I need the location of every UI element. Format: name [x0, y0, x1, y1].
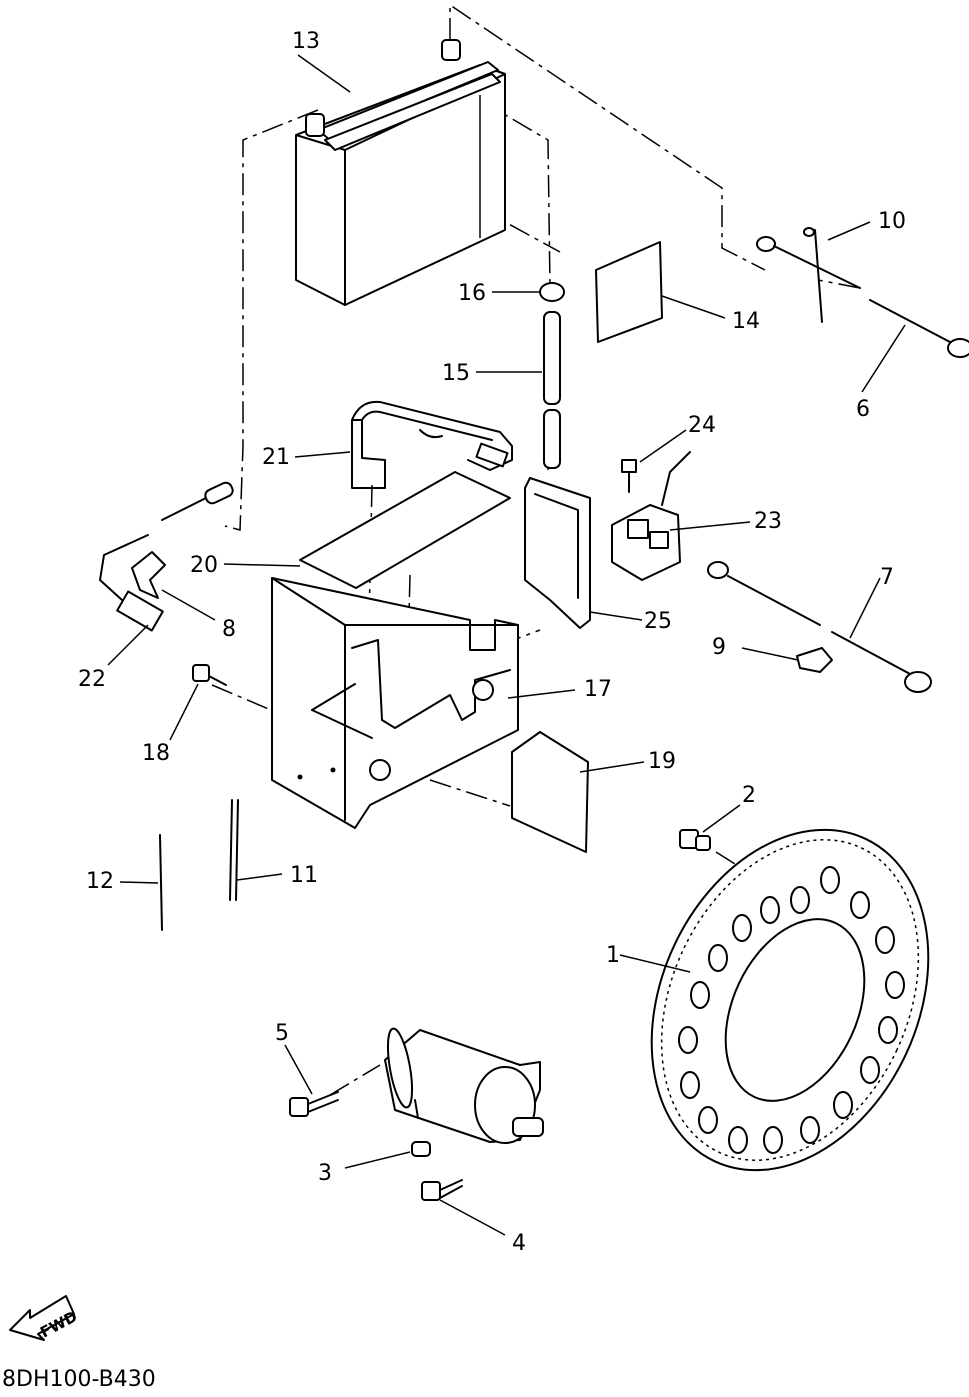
starter-relay [611, 451, 691, 581]
plate [511, 731, 589, 853]
callout-17: 17 [584, 677, 612, 702]
callout-7: 7 [880, 565, 894, 590]
battery [295, 39, 506, 306]
callout-20: 20 [190, 553, 218, 578]
callout-12: 12 [86, 869, 114, 894]
callout-labels: 1 2 3 4 5 6 7 8 9 10 11 12 13 14 15 16 1… [78, 29, 906, 1256]
callout-14: 14 [732, 309, 760, 334]
callout-24: 24 [688, 413, 716, 438]
disc-holes [678, 866, 905, 1154]
callout-13: 13 [292, 29, 320, 54]
insulator-sheet [595, 241, 663, 343]
callout-18: 18 [142, 741, 170, 766]
case-bolt [192, 664, 227, 686]
leader-lines [107, 54, 906, 1236]
callout-1: 1 [606, 943, 620, 968]
battery-pad [299, 471, 511, 589]
callout-2: 2 [742, 783, 756, 808]
battery-band [351, 400, 513, 489]
callout-4: 4 [512, 1231, 526, 1256]
callout-5: 5 [275, 1021, 289, 1046]
cable-ties [159, 799, 239, 931]
starter-fasteners [289, 1091, 463, 1201]
callout-21: 21 [262, 445, 290, 470]
fwd-arrow: FWD [9, 1295, 80, 1342]
starter-motor [384, 1027, 544, 1144]
callout-9: 9 [712, 635, 726, 660]
breather-hose [539, 282, 565, 469]
relay-holder [524, 477, 591, 629]
callout-15: 15 [442, 361, 470, 386]
callout-6: 6 [856, 397, 870, 422]
gear-bolt [679, 829, 711, 851]
callout-19: 19 [648, 749, 676, 774]
callout-16: 16 [458, 281, 486, 306]
callout-10: 10 [878, 209, 906, 234]
callout-3: 3 [318, 1161, 332, 1186]
callout-22: 22 [78, 667, 106, 692]
callout-11: 11 [290, 863, 318, 888]
battery-negative-lead [756, 227, 969, 358]
diagram-code: 8DH100-B430 [2, 1367, 156, 1392]
callout-8: 8 [222, 617, 236, 642]
callout-25: 25 [644, 609, 672, 634]
starter-cable [707, 561, 932, 693]
starter-ring-gear [650, 828, 930, 1172]
callout-23: 23 [754, 509, 782, 534]
battery-positive-lead [99, 481, 234, 632]
battery-case [271, 577, 519, 829]
